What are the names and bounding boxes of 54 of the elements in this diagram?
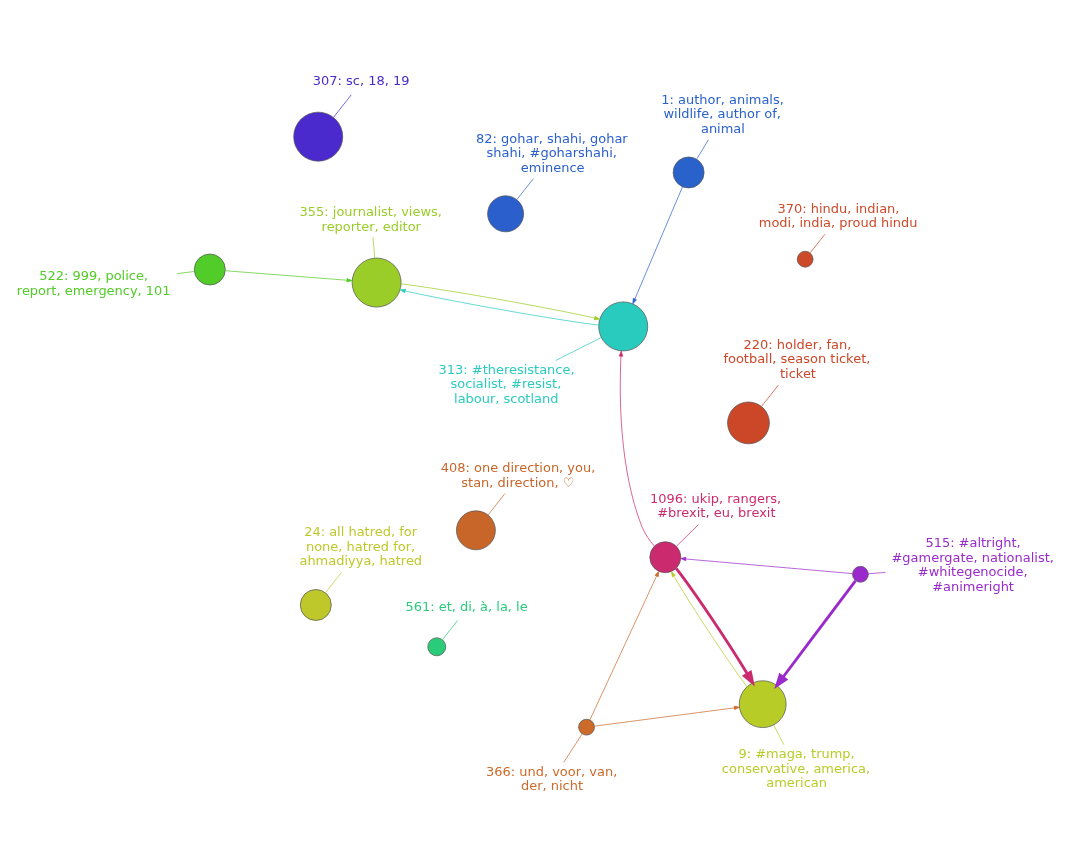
node-text: 313: #theresistance, socialist, #resist, labour, scotland [438,361,575,406]
node-text: 220: holder, fan, football, season ticket, ticket [723,336,871,381]
node-circle [852,566,869,583]
connector [372,237,376,259]
connector [325,571,342,593]
node-text: 355: journalist, views, reporter, editor [299,204,442,234]
node-text: 561: et, di, à, la, le [405,598,528,614]
node-text: 9: #maga, trump, conservative, america, american [721,746,871,791]
node-circle [487,195,524,233]
node-text: 1: author, animals, wildlife, author of, animal [661,91,784,136]
connector [809,233,826,254]
node-text: 515: #altright, #gamergate, nationalist, #whitegenocide, #animeright [891,535,1054,594]
node-circle [293,111,344,162]
arrow [632,186,683,305]
node-circle [727,401,770,445]
arrow [671,571,748,687]
node-circle [427,637,447,657]
connector [516,178,534,200]
connector [176,271,195,275]
node-circle [299,589,332,621]
arrow [594,705,740,727]
connector [563,733,583,763]
arrow [680,556,853,574]
node-circle [672,156,705,189]
node-circle [193,253,226,286]
node-circle [351,257,402,308]
connector [696,139,709,160]
node-text: 522: 999, police, report, emergency, 101 [16,268,171,298]
connector [555,337,602,361]
node-text: 366: und, voor, van, der, nicht [486,763,618,794]
node-text: 370: hindu, indian, modi, india, proud hindu [758,200,918,231]
arrow [225,270,353,283]
node-text: 1096: ukip, rangers, #brexit, eu, brexit [649,491,782,521]
connector [773,724,785,746]
node-text: 82: gohar, shahi, gohar shahi, #goharshahi, eminence [476,130,628,175]
node-circle [796,250,814,268]
connector [333,94,352,118]
connector [487,493,506,516]
connector [761,384,779,407]
node-circle [598,301,649,352]
node-circle [738,680,787,728]
connector [442,620,458,640]
connector [676,524,699,547]
arrow [618,350,655,547]
connector [868,572,886,575]
node-text: 408: one direction, you, stan, direction, ♡ [440,460,596,490]
node-circle [456,510,496,551]
arrow [675,567,755,687]
node-text: 307: sc, 18, 19 [312,73,410,89]
node-circle [578,718,595,736]
arrow [589,571,660,721]
node-text: 24: all hatred, for none, hatred for, ahmadiyya, hatred [299,524,423,569]
arrow [774,580,857,689]
node-circle [649,541,682,574]
